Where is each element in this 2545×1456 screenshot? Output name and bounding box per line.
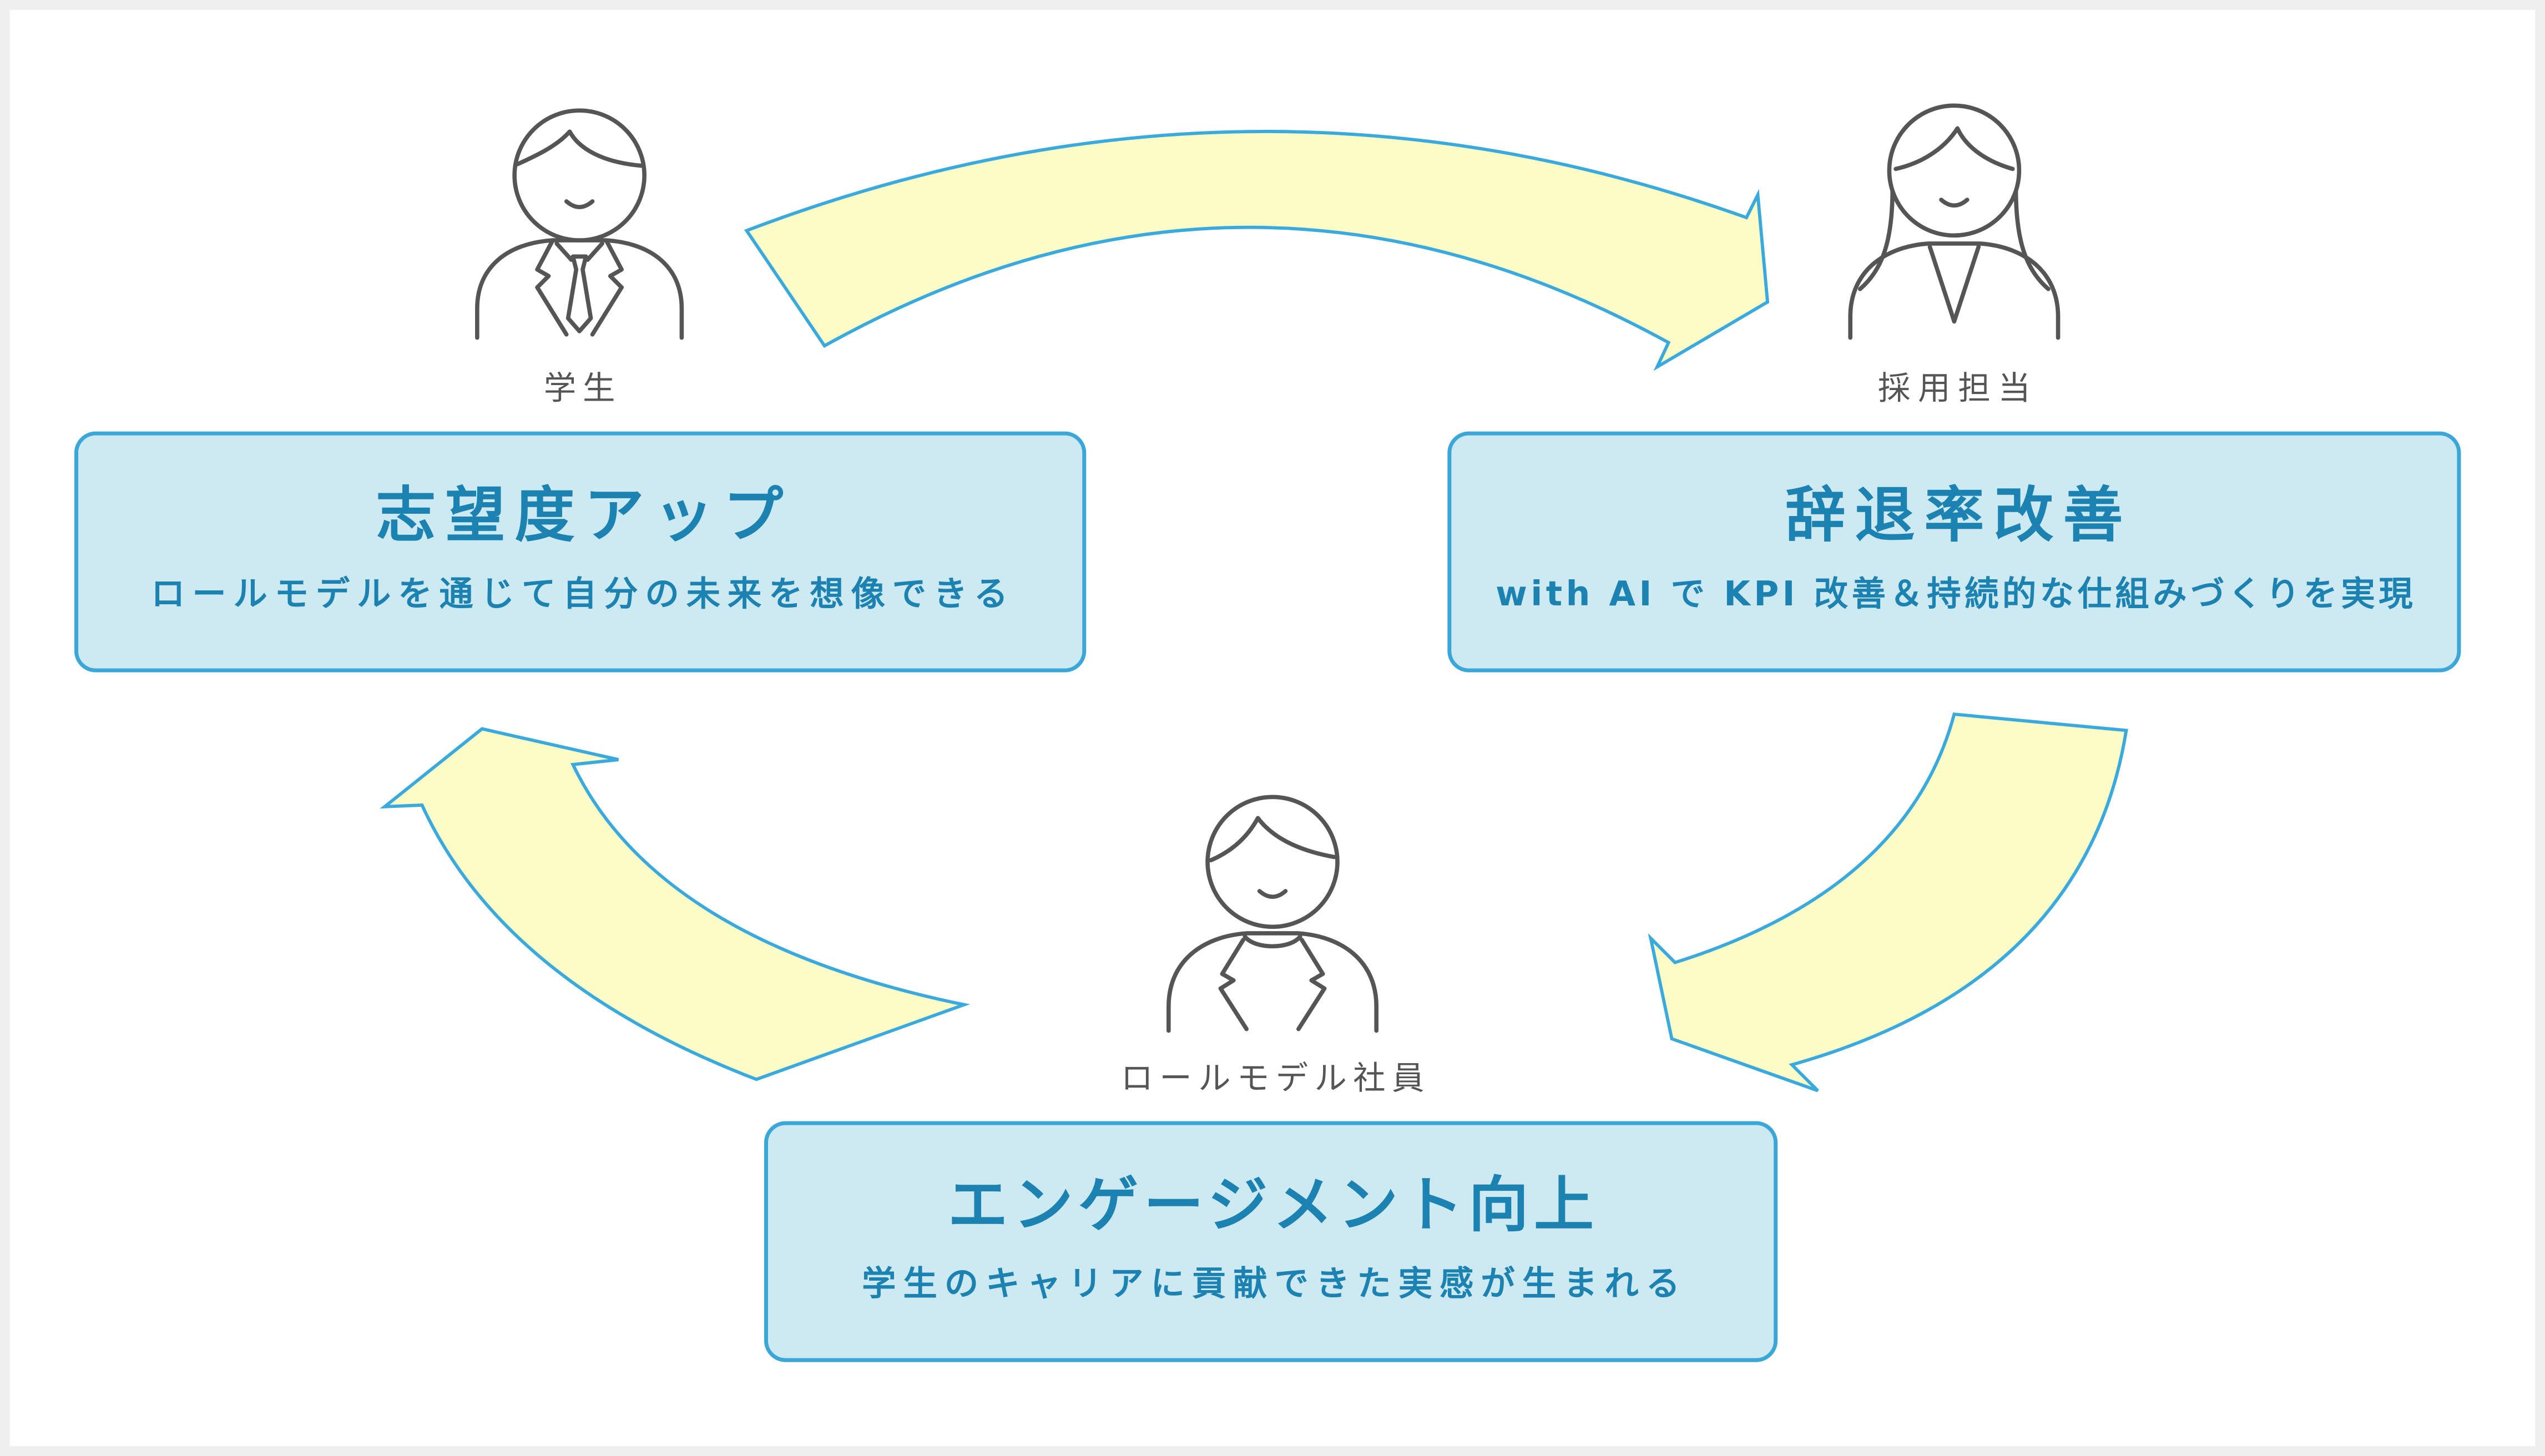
student-tie <box>565 254 593 333</box>
cycle-arrow-right <box>1648 712 2128 1093</box>
aspiration-box: 志望度アップ ロールモデルを通じて自分の未来を想像できる <box>74 431 1087 673</box>
student-shirt-collar <box>554 241 604 262</box>
student-hair <box>516 129 644 168</box>
role-model-head <box>1205 795 1340 929</box>
role-model-body <box>1167 931 1378 1033</box>
retention-box-background <box>1447 431 2461 673</box>
retention-box: 辞退率改善 with AI で KPI 改善＆持続的な仕組みづくりを実現 <box>1447 431 2461 673</box>
role-model-smile <box>1257 889 1288 899</box>
student-smile <box>564 199 595 209</box>
student-icon <box>475 108 684 340</box>
retention-box-title: 辞退率改善 <box>1785 480 2123 550</box>
recruiter-hair-right <box>2013 186 2051 291</box>
recruiter-head <box>1887 103 2022 238</box>
student-right-lapel <box>590 240 624 337</box>
cycle-arrow-top <box>744 130 1770 371</box>
role-model-inner-collar <box>1243 934 1302 949</box>
retention-box-subtitle: with AI で KPI 改善＆持続的な仕組みづくりを実現 <box>1496 574 2412 614</box>
recruiter-neckline <box>1927 245 1981 324</box>
role-model-employee-icon <box>1167 795 1378 1033</box>
aspiration-box-subtitle: ロールモデルを通じて自分の未来を想像できる <box>151 574 1008 614</box>
engagement-box-background <box>764 1121 1778 1362</box>
recruiter-hair-left <box>1857 186 1895 291</box>
student-left-lapel <box>535 240 569 337</box>
role-model-left-lapel <box>1218 937 1249 1032</box>
recruiter-smile <box>1939 198 1970 208</box>
engagement-box: エンゲージメント向上 学生のキャリアに貢献できた実感が生まれる <box>764 1121 1778 1362</box>
role-model-right-lapel <box>1296 937 1327 1032</box>
aspiration-box-background <box>74 431 1087 673</box>
recruiter-body <box>1848 241 2061 340</box>
student-head <box>512 108 647 242</box>
recruiter-icon <box>1848 103 2061 340</box>
recruiter-bangs <box>1893 126 2015 171</box>
cycle-arrow-left <box>380 727 971 1081</box>
role-model-hair <box>1209 816 1336 863</box>
